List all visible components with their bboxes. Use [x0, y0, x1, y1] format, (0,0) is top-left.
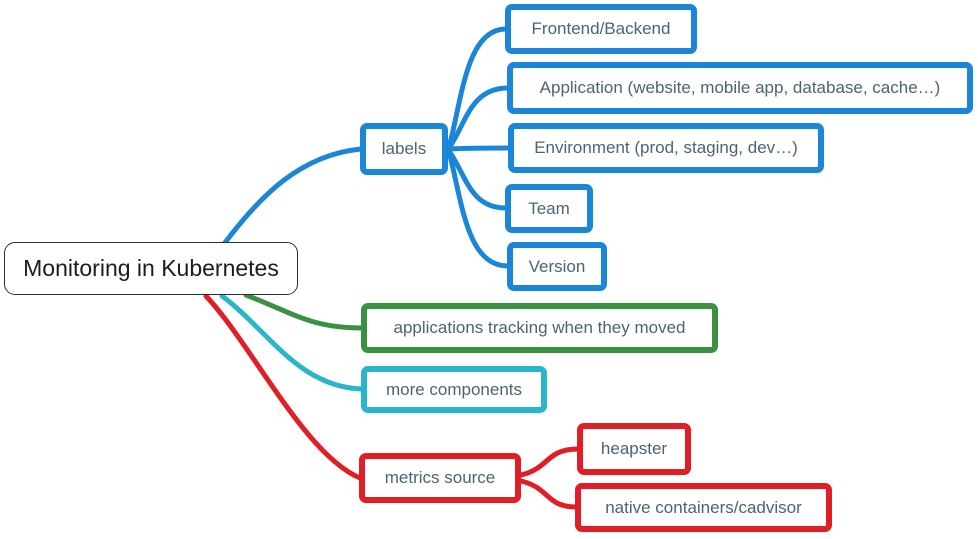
- node-environment[interactable]: Environment (prod, staging, dev…): [508, 123, 824, 173]
- node-frontend-backend[interactable]: Frontend/Backend: [505, 4, 697, 54]
- connector-metrics-native-containers: [518, 478, 579, 510]
- node-native-containers[interactable]: native containers/cadvisor: [575, 483, 832, 532]
- node-heapster[interactable]: heapster: [577, 423, 691, 475]
- node-version[interactable]: Version: [507, 242, 607, 291]
- node-team[interactable]: Team: [505, 184, 593, 233]
- connector-root-applications-tracking: [243, 292, 365, 331]
- connector-metrics-heapster: [518, 446, 581, 478]
- connector-labels-environment: [445, 145, 512, 152]
- node-labels[interactable]: labels: [360, 123, 448, 175]
- connector-labels-team: [446, 148, 509, 211]
- node-more-components[interactable]: more components: [361, 366, 547, 413]
- connector-root-more-components: [219, 293, 365, 392]
- node-applications-tracking[interactable]: applications tracking when they moved: [361, 303, 718, 353]
- connector-root-labels: [221, 146, 364, 247]
- connector-labels-version: [446, 149, 511, 269]
- connector-labels-application: [446, 85, 511, 151]
- node-root[interactable]: Monitoring in Kubernetes: [4, 242, 298, 295]
- connector-labels-frontend-backend: [446, 26, 509, 150]
- connector-root-metrics-source: [203, 293, 363, 481]
- node-application[interactable]: Application (website, mobile app, databa…: [507, 62, 973, 114]
- node-metrics-source[interactable]: metrics source: [359, 453, 521, 503]
